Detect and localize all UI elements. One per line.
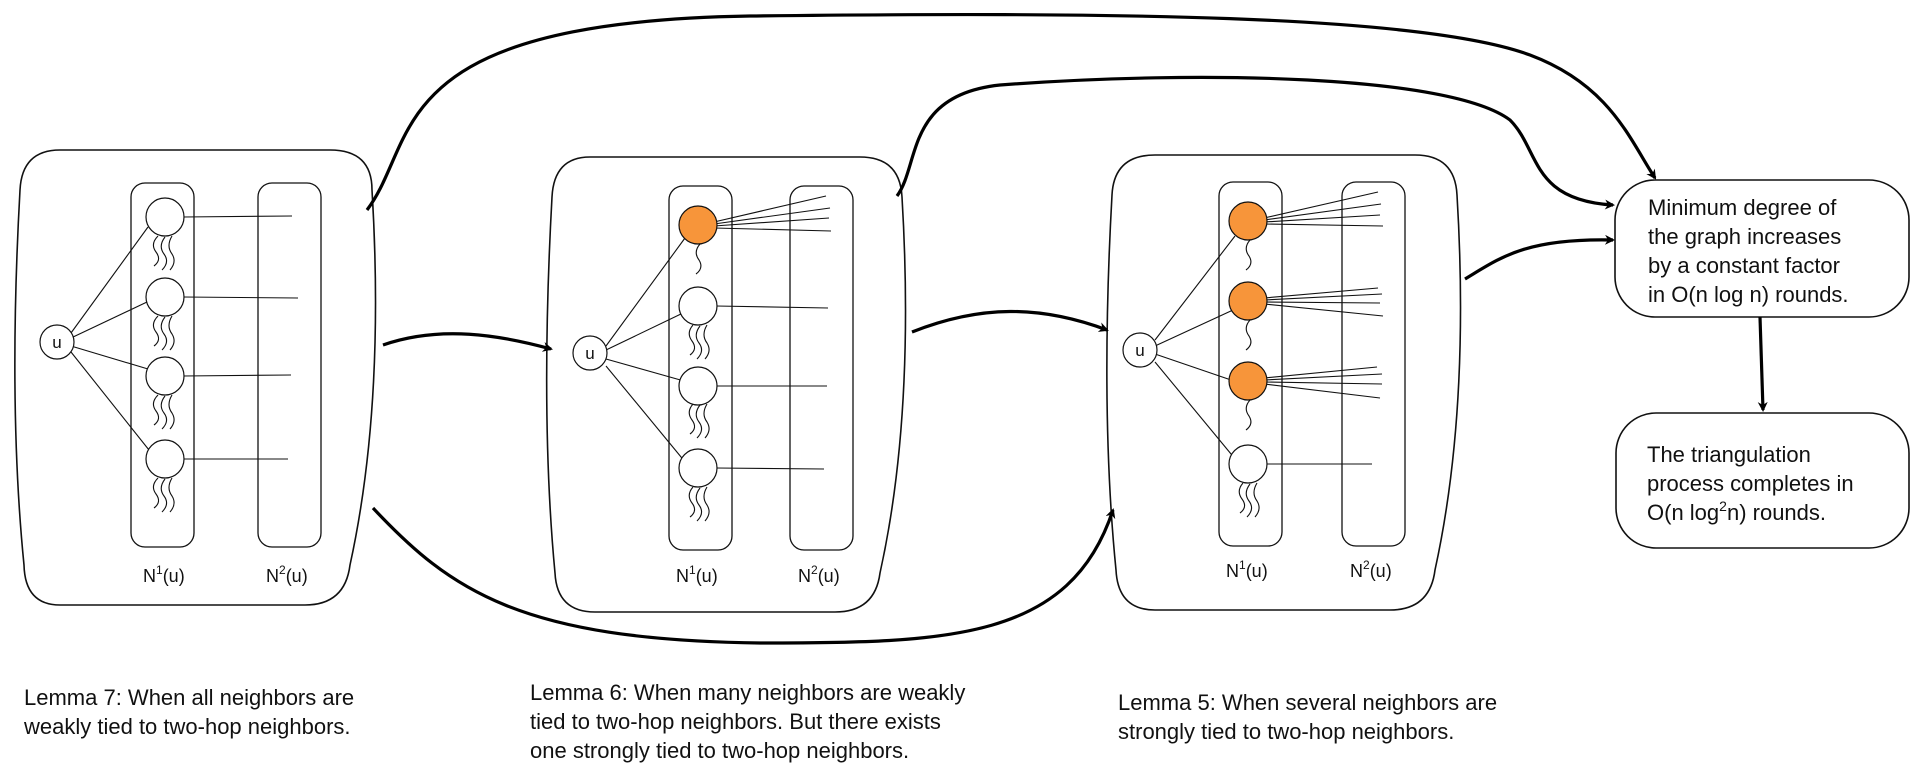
lemma7-center-node bbox=[39, 324, 75, 360]
lemma6-caption: Lemma 6: When many neighbors are weakly … bbox=[530, 678, 965, 765]
lemma6-neighbor-node bbox=[678, 366, 718, 406]
lemma7-caption-line: weakly tied to two-hop neighbors. bbox=[24, 714, 351, 739]
lemma6-n1-label: N1(u) bbox=[676, 563, 718, 586]
lemma6-caption-line: Lemma 6: When many neighbors are weakly bbox=[530, 680, 966, 705]
lemma6-panel: u N1(u) N2(u) bbox=[545, 156, 907, 613]
lemma6-neighbor-node bbox=[678, 286, 718, 326]
arrow-lemma5-to-min-degree bbox=[1464, 234, 1615, 281]
lemma6-center-node bbox=[572, 335, 608, 371]
lemma5-strong-neighbor-node bbox=[1228, 361, 1268, 401]
arrow-lemma7-to-lemma5 bbox=[371, 506, 1116, 645]
min-degree-text: Minimum degree of the graph increases by… bbox=[1648, 195, 1849, 307]
lemma5-n2-label: N2(u) bbox=[1350, 558, 1392, 581]
lemma5-caption-line: Lemma 5: When several neighbors are bbox=[1118, 690, 1498, 715]
arrow-min-degree-to-triangulation bbox=[1757, 316, 1768, 412]
lemma7-weak-ties bbox=[152, 235, 175, 513]
min-degree-box bbox=[1614, 179, 1910, 318]
lemma5-strong-neighbor-node bbox=[1228, 201, 1268, 241]
lemma6-weak-ties bbox=[688, 243, 710, 522]
lemma6-center-label: u bbox=[585, 344, 594, 363]
lemma6-caption-line: tied to two-hop neighbors. But there exi… bbox=[530, 709, 941, 734]
lemma7-center-label: u bbox=[52, 333, 61, 352]
triangulation-result: The triangulation process completes in O… bbox=[1615, 412, 1910, 549]
lemma5-strong-neighbor-node bbox=[1228, 281, 1268, 321]
lemma5-panel: u N1(u) N2(u) bbox=[1106, 154, 1462, 611]
lemma7-caption: Lemma 7: When all neighbors are weakly t… bbox=[24, 683, 354, 741]
lemma7-neighbor-node bbox=[145, 356, 185, 396]
lemma7-neighbor-node bbox=[145, 439, 185, 479]
lemma5-caption-line: strongly tied to two-hop neighbors. bbox=[1118, 719, 1455, 744]
lemma5-n1-label: N1(u) bbox=[1226, 558, 1268, 581]
lemma5-n2-column bbox=[1341, 181, 1406, 547]
arrow-lemma6-to-min-degree bbox=[895, 75, 1615, 210]
lemma7-neighbor-node bbox=[145, 197, 185, 237]
lemma6-n2-column bbox=[789, 185, 854, 551]
lemma5-weak-ties bbox=[1238, 239, 1260, 518]
arrow-lemma7-to-min-degree bbox=[365, 12, 1657, 211]
min-degree-result: Minimum degree of the graph increases by… bbox=[1614, 179, 1910, 318]
lemma5-strong-ties bbox=[1263, 191, 1384, 399]
lemma5-neighbor-node bbox=[1228, 444, 1268, 484]
flow-arrows bbox=[365, 12, 1768, 645]
lemma7-n2-column bbox=[257, 182, 322, 548]
lemma7-n1-label: N1(u) bbox=[143, 563, 185, 586]
lemma5-center-label: u bbox=[1135, 341, 1144, 360]
lemma5-center-node bbox=[1122, 332, 1158, 368]
arrow-lemma7-to-lemma6 bbox=[382, 332, 553, 352]
triangulation-box bbox=[1615, 412, 1910, 549]
lemma6-neighbor-node bbox=[678, 448, 718, 488]
lemma7-panel: u N1(u) N2(u) bbox=[14, 149, 377, 606]
lemma7-n2-label: N2(u) bbox=[266, 563, 308, 586]
lemma5-caption: Lemma 5: When several neighbors are stro… bbox=[1118, 688, 1497, 746]
lemma6-strong-neighbor-node bbox=[678, 205, 718, 245]
triangulation-text: The triangulation process completes in O… bbox=[1647, 442, 1860, 525]
lemma6-strong-ties bbox=[713, 195, 832, 232]
lemma6-n2-label: N2(u) bbox=[798, 563, 840, 586]
lemma7-caption-line: Lemma 7: When all neighbors are bbox=[24, 685, 355, 710]
lemma7-neighbor-node bbox=[145, 277, 185, 317]
arrow-lemma6-to-lemma5 bbox=[911, 309, 1109, 334]
lemma6-caption-line: one strongly tied to two-hop neighbors. bbox=[530, 738, 910, 763]
